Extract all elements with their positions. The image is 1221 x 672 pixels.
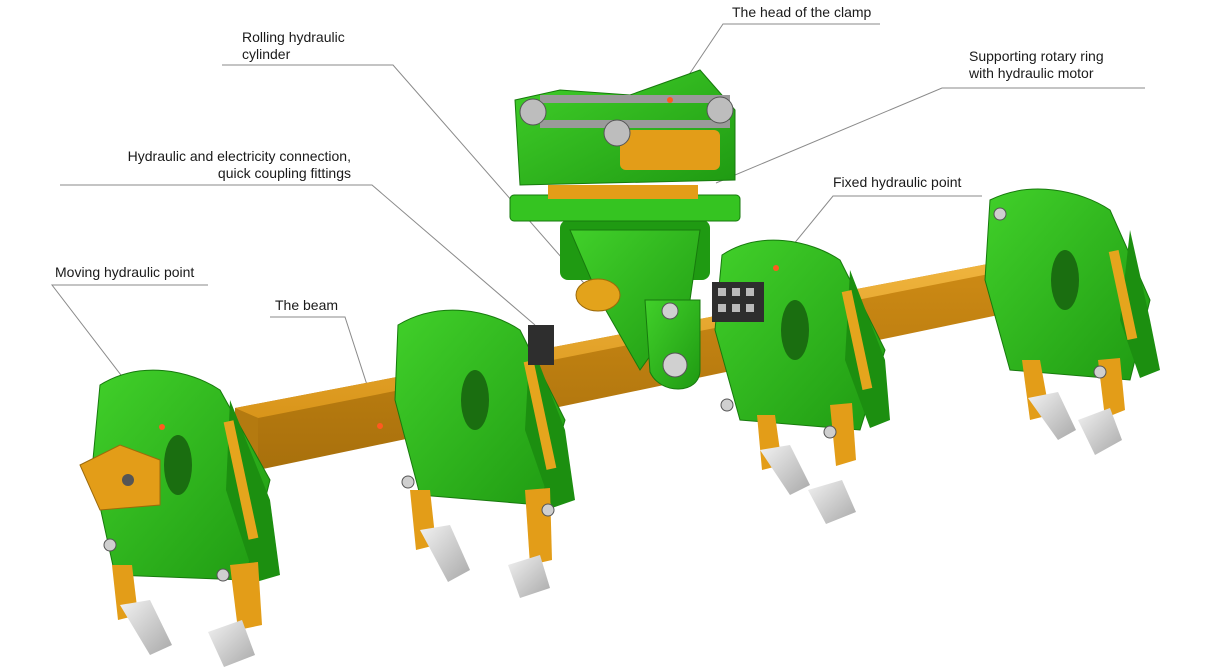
label-rolling-line2: cylinder [242, 46, 291, 62]
clamp-head [509, 69, 764, 390]
label-rolling-line1: Rolling hydraulic [242, 29, 345, 45]
label-rotary-ring: Supporting rotary ring with hydraulic mo… [969, 48, 1104, 82]
label-connection: Hydraulic and electricity connection, qu… [106, 148, 351, 182]
marker-fixed-point [773, 265, 779, 271]
gripper-unit-4 [984, 188, 1160, 455]
label-fixed-point: Fixed hydraulic point [833, 174, 962, 190]
label-rotary-line1: Supporting rotary ring [969, 48, 1104, 64]
marker-beam [377, 423, 383, 429]
label-rotary-line2: with hydraulic motor [969, 65, 1094, 81]
gripper-unit-1 [79, 369, 280, 667]
leader-connection [60, 184, 536, 326]
label-beam: The beam [275, 297, 339, 313]
gripper-unit-2 [394, 309, 575, 598]
label-rolling-cylinder: Rolling hydraulic cylinder [242, 29, 345, 63]
label-connection-line1: Hydraulic and electricity connection, [127, 148, 351, 164]
label-moving-point: Moving hydraulic point [55, 264, 195, 280]
marker-moving-point [159, 424, 165, 430]
marker-head [667, 97, 673, 103]
leader-rotary [715, 87, 1145, 184]
label-head: The head of the clamp [732, 4, 872, 20]
label-connection-line2: quick coupling fittings [217, 165, 351, 181]
